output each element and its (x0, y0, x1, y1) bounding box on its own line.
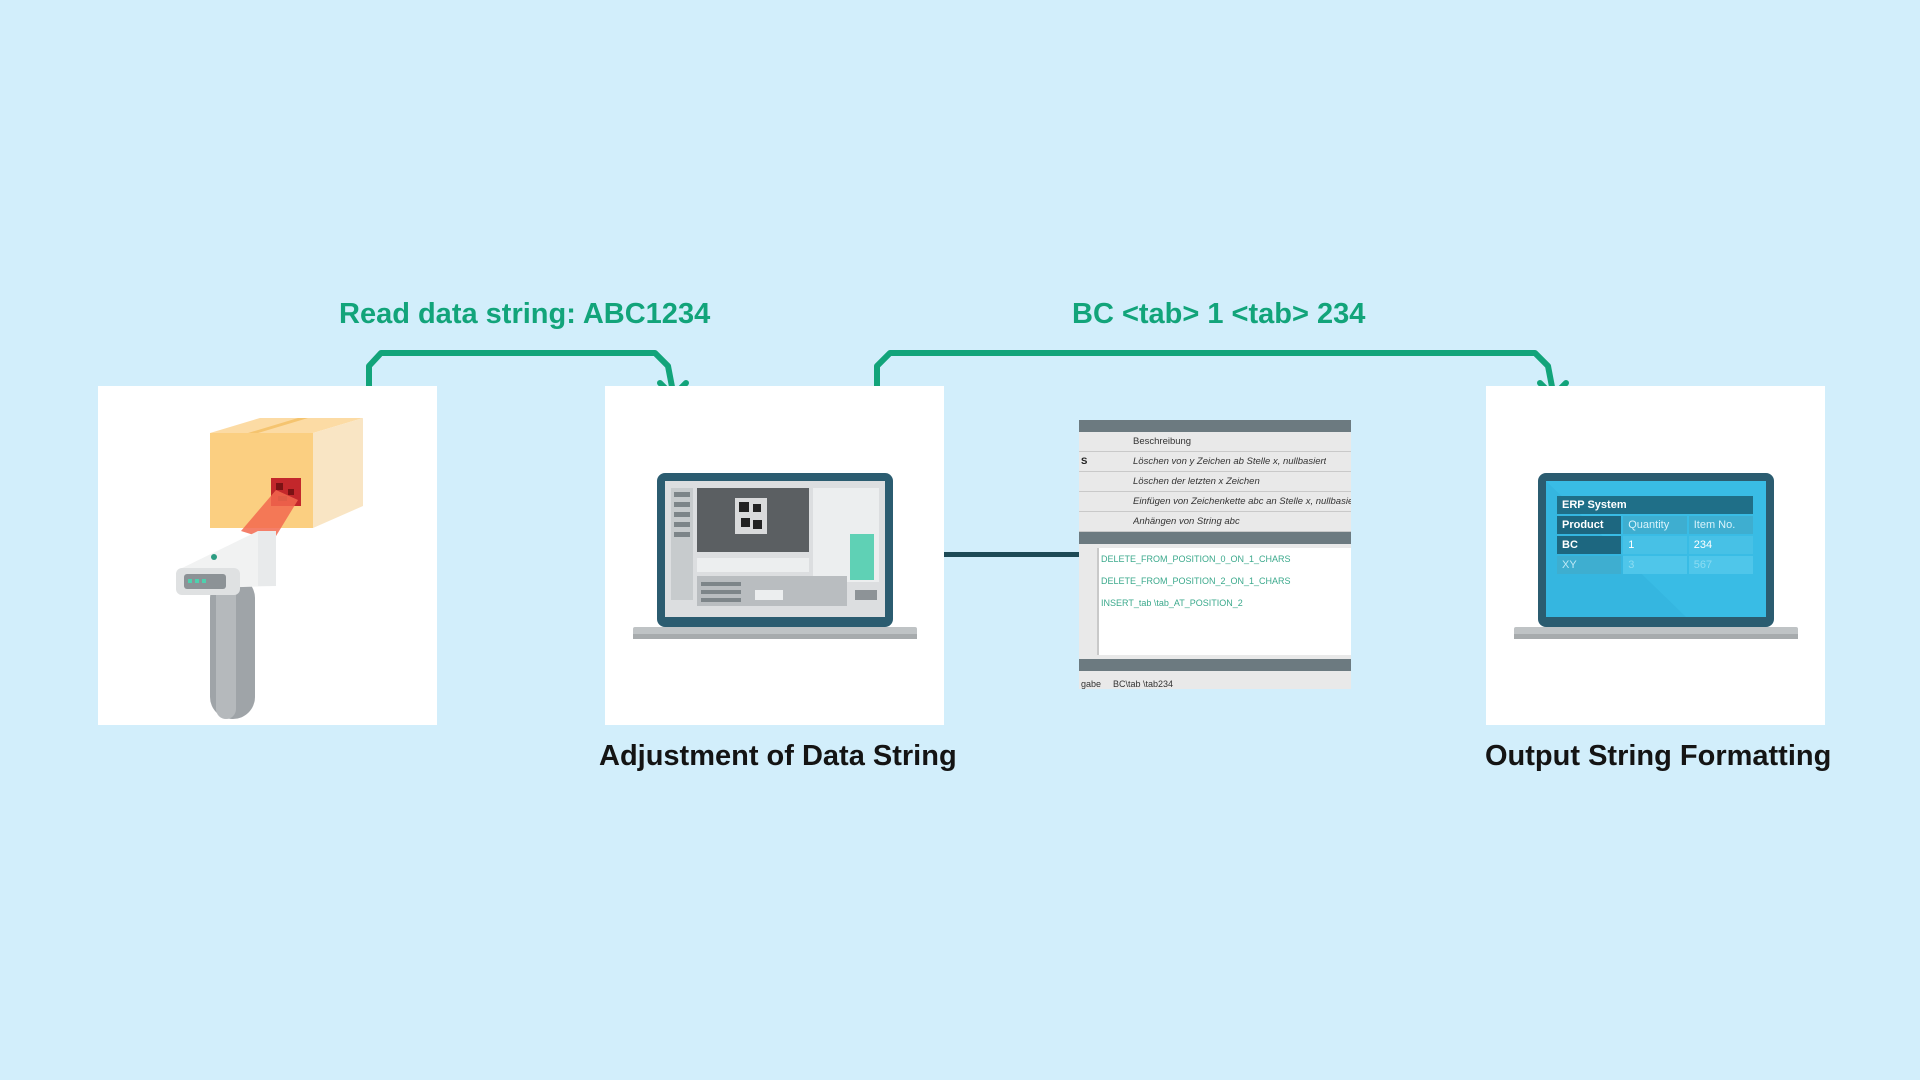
command-item: INSERT_tab \tab_AT_POSITION_2 (1101, 598, 1243, 608)
row-desc: Löschen von y Zeichen ab Stelle x, nullb… (1133, 456, 1327, 467)
output-caption: Output String Formatting (1485, 740, 1832, 772)
erp-cell: 234 (1688, 536, 1753, 554)
command-list: DELETE_FROM_POSITION_0_ON_1_CHARS DELETE… (1097, 548, 1351, 655)
table-row: XY 3 567 (1557, 556, 1753, 574)
erp-title: ERP System (1557, 496, 1753, 514)
row-key: S (1081, 456, 1088, 467)
adjustment-panel (605, 386, 944, 725)
string-config-table: Beschreibung S Löschen von y Zeichen ab … (1079, 420, 1351, 689)
output-row: gabe BC\tab \tab234 (1079, 671, 1351, 689)
table-header-bar (1079, 420, 1351, 432)
erp-header-item: Item No. (1688, 516, 1753, 534)
output-value: BC\tab \tab234 (1113, 679, 1174, 689)
read-data-label: Read data string: ABC1234 (339, 298, 711, 330)
erp-cell: 1 (1623, 536, 1687, 554)
section-bar (1079, 659, 1351, 671)
connector-line (944, 552, 1079, 557)
scan-beam (241, 490, 298, 541)
table-row: Einfügen von Zeichenkette abc an Stelle … (1079, 492, 1351, 512)
command-item: DELETE_FROM_POSITION_0_ON_1_CHARS (1101, 554, 1291, 564)
table-row: Anhängen von String abc (1079, 512, 1351, 532)
erp-cell: BC (1557, 536, 1622, 554)
erp-cell: XY (1557, 556, 1622, 574)
flow-arrow-icon (874, 350, 1569, 399)
erp-cell: 3 (1623, 556, 1687, 574)
output-key: gabe (1081, 679, 1102, 689)
table-header: Beschreibung (1079, 432, 1351, 452)
erp-table: ERP System Product Quantity Item No. BC … (1555, 494, 1755, 576)
command-item: DELETE_FROM_POSITION_2_ON_1_CHARS (1101, 576, 1291, 586)
erp-header-quantity: Quantity (1623, 516, 1687, 534)
barcode-scanner-icon (176, 531, 276, 719)
output-data-label: BC <tab> 1 <tab> 234 (1072, 298, 1366, 330)
section-bar (1079, 532, 1351, 544)
row-desc: Anhängen von String abc (1133, 516, 1240, 527)
table-row: Löschen der letzten x Zeichen (1079, 472, 1351, 492)
table-row: S Löschen von y Zeichen ab Stelle x, nul… (1079, 452, 1351, 472)
adjustment-caption: Adjustment of Data String (599, 740, 957, 772)
laptop-icon (633, 473, 917, 639)
row-desc: Löschen der letzten x Zeichen (1133, 476, 1260, 487)
erp-header-product: Product (1557, 516, 1622, 534)
table-row: BC 1 234 (1557, 536, 1753, 554)
row-desc: Einfügen von Zeichenkette abc an Stelle … (1133, 496, 1351, 507)
column-header: Beschreibung (1133, 436, 1192, 447)
scanner-panel (98, 386, 437, 725)
erp-cell: 567 (1688, 556, 1753, 574)
